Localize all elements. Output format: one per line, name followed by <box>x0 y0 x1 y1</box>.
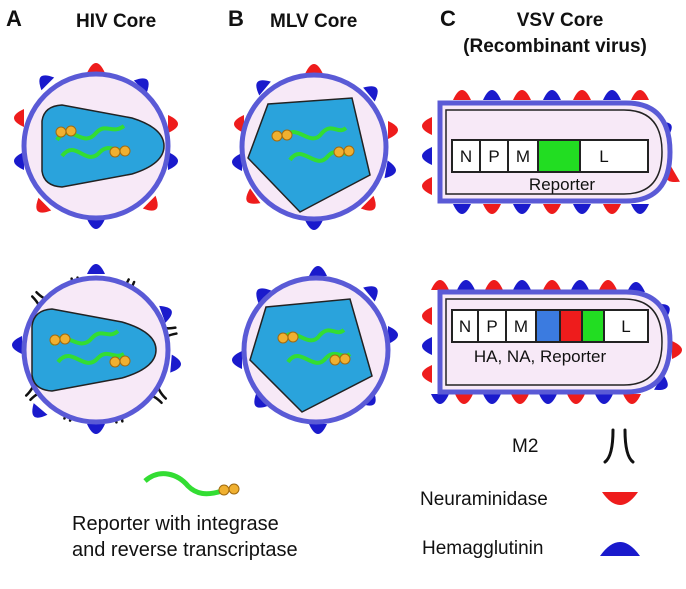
vsv-bottom-reporter-gene <box>581 309 605 343</box>
panel-c-title-line1: VSV Core <box>517 10 604 31</box>
vsv-virion-top: N P M L Reporter <box>422 90 680 214</box>
enzyme-icon <box>218 483 240 496</box>
hiv-bottom-core <box>31 308 157 392</box>
panel-c-letter: C <box>440 6 456 31</box>
hiv-virion-top <box>14 63 178 229</box>
m2-legend-label: M2 <box>512 436 538 457</box>
vsv-top-gene-l: L <box>599 147 608 166</box>
legend-m2: M2 <box>512 428 635 464</box>
vsv-bottom-gene-m: M <box>514 317 528 336</box>
vsv-top-gene-p: P <box>488 147 499 166</box>
panel-a-letter: A <box>6 6 22 31</box>
legend-reporter: Reporter with integrase and reverse tran… <box>72 471 298 561</box>
vsv-top-caption: Reporter <box>529 175 595 194</box>
vsv-virion-bottom: N P M L HA, NA, Reporter <box>422 280 682 404</box>
panel-b-title: MLV Core <box>270 11 357 32</box>
vsv-top-reporter-gene <box>537 139 581 173</box>
vsv-bottom-gene-l: L <box>621 317 630 336</box>
vsv-bottom-gene-n: N <box>459 317 471 336</box>
mlv-bottom-core <box>249 298 373 413</box>
panel-b-letter: B <box>228 6 244 31</box>
hiv-virion-bottom <box>12 264 182 434</box>
vsv-top-gene-m: M <box>516 147 530 166</box>
reporter-legend-line1: Reporter with integrase <box>72 513 279 535</box>
m2-icon <box>603 428 635 464</box>
panel-a-title: HIV Core <box>76 11 156 32</box>
vsv-bottom-gene-p: P <box>486 317 497 336</box>
reporter-legend-line2: and reverse transcriptase <box>72 539 298 561</box>
vsv-bottom-caption: HA, NA, Reporter <box>474 347 607 366</box>
vsv-top-gene-n: N <box>460 147 472 166</box>
vsv-na-gene <box>559 309 583 343</box>
panel-c-title-line2: (Recombinant virus) <box>463 36 647 57</box>
hemagglutinin-legend-label: Hemagglutinin <box>422 538 543 559</box>
hiv-top-core <box>41 104 165 188</box>
reporter-rna-icon <box>143 471 223 497</box>
mlv-virion-bottom <box>232 266 398 434</box>
neuraminidase-legend-label: Neuraminidase <box>420 489 548 510</box>
vsv-ha-gene <box>535 309 561 343</box>
vsv-top-genome: N P M L <box>451 139 649 173</box>
mlv-virion-top <box>232 64 398 230</box>
mlv-top-core <box>247 97 371 213</box>
legend-hemagglutinin: Hemagglutinin <box>422 538 640 559</box>
hemagglutinin-icon <box>600 542 640 556</box>
legend-neuraminidase: Neuraminidase <box>420 489 638 510</box>
neuraminidase-icon <box>602 492 638 505</box>
vsv-bottom-genome: N P M L <box>451 309 649 343</box>
